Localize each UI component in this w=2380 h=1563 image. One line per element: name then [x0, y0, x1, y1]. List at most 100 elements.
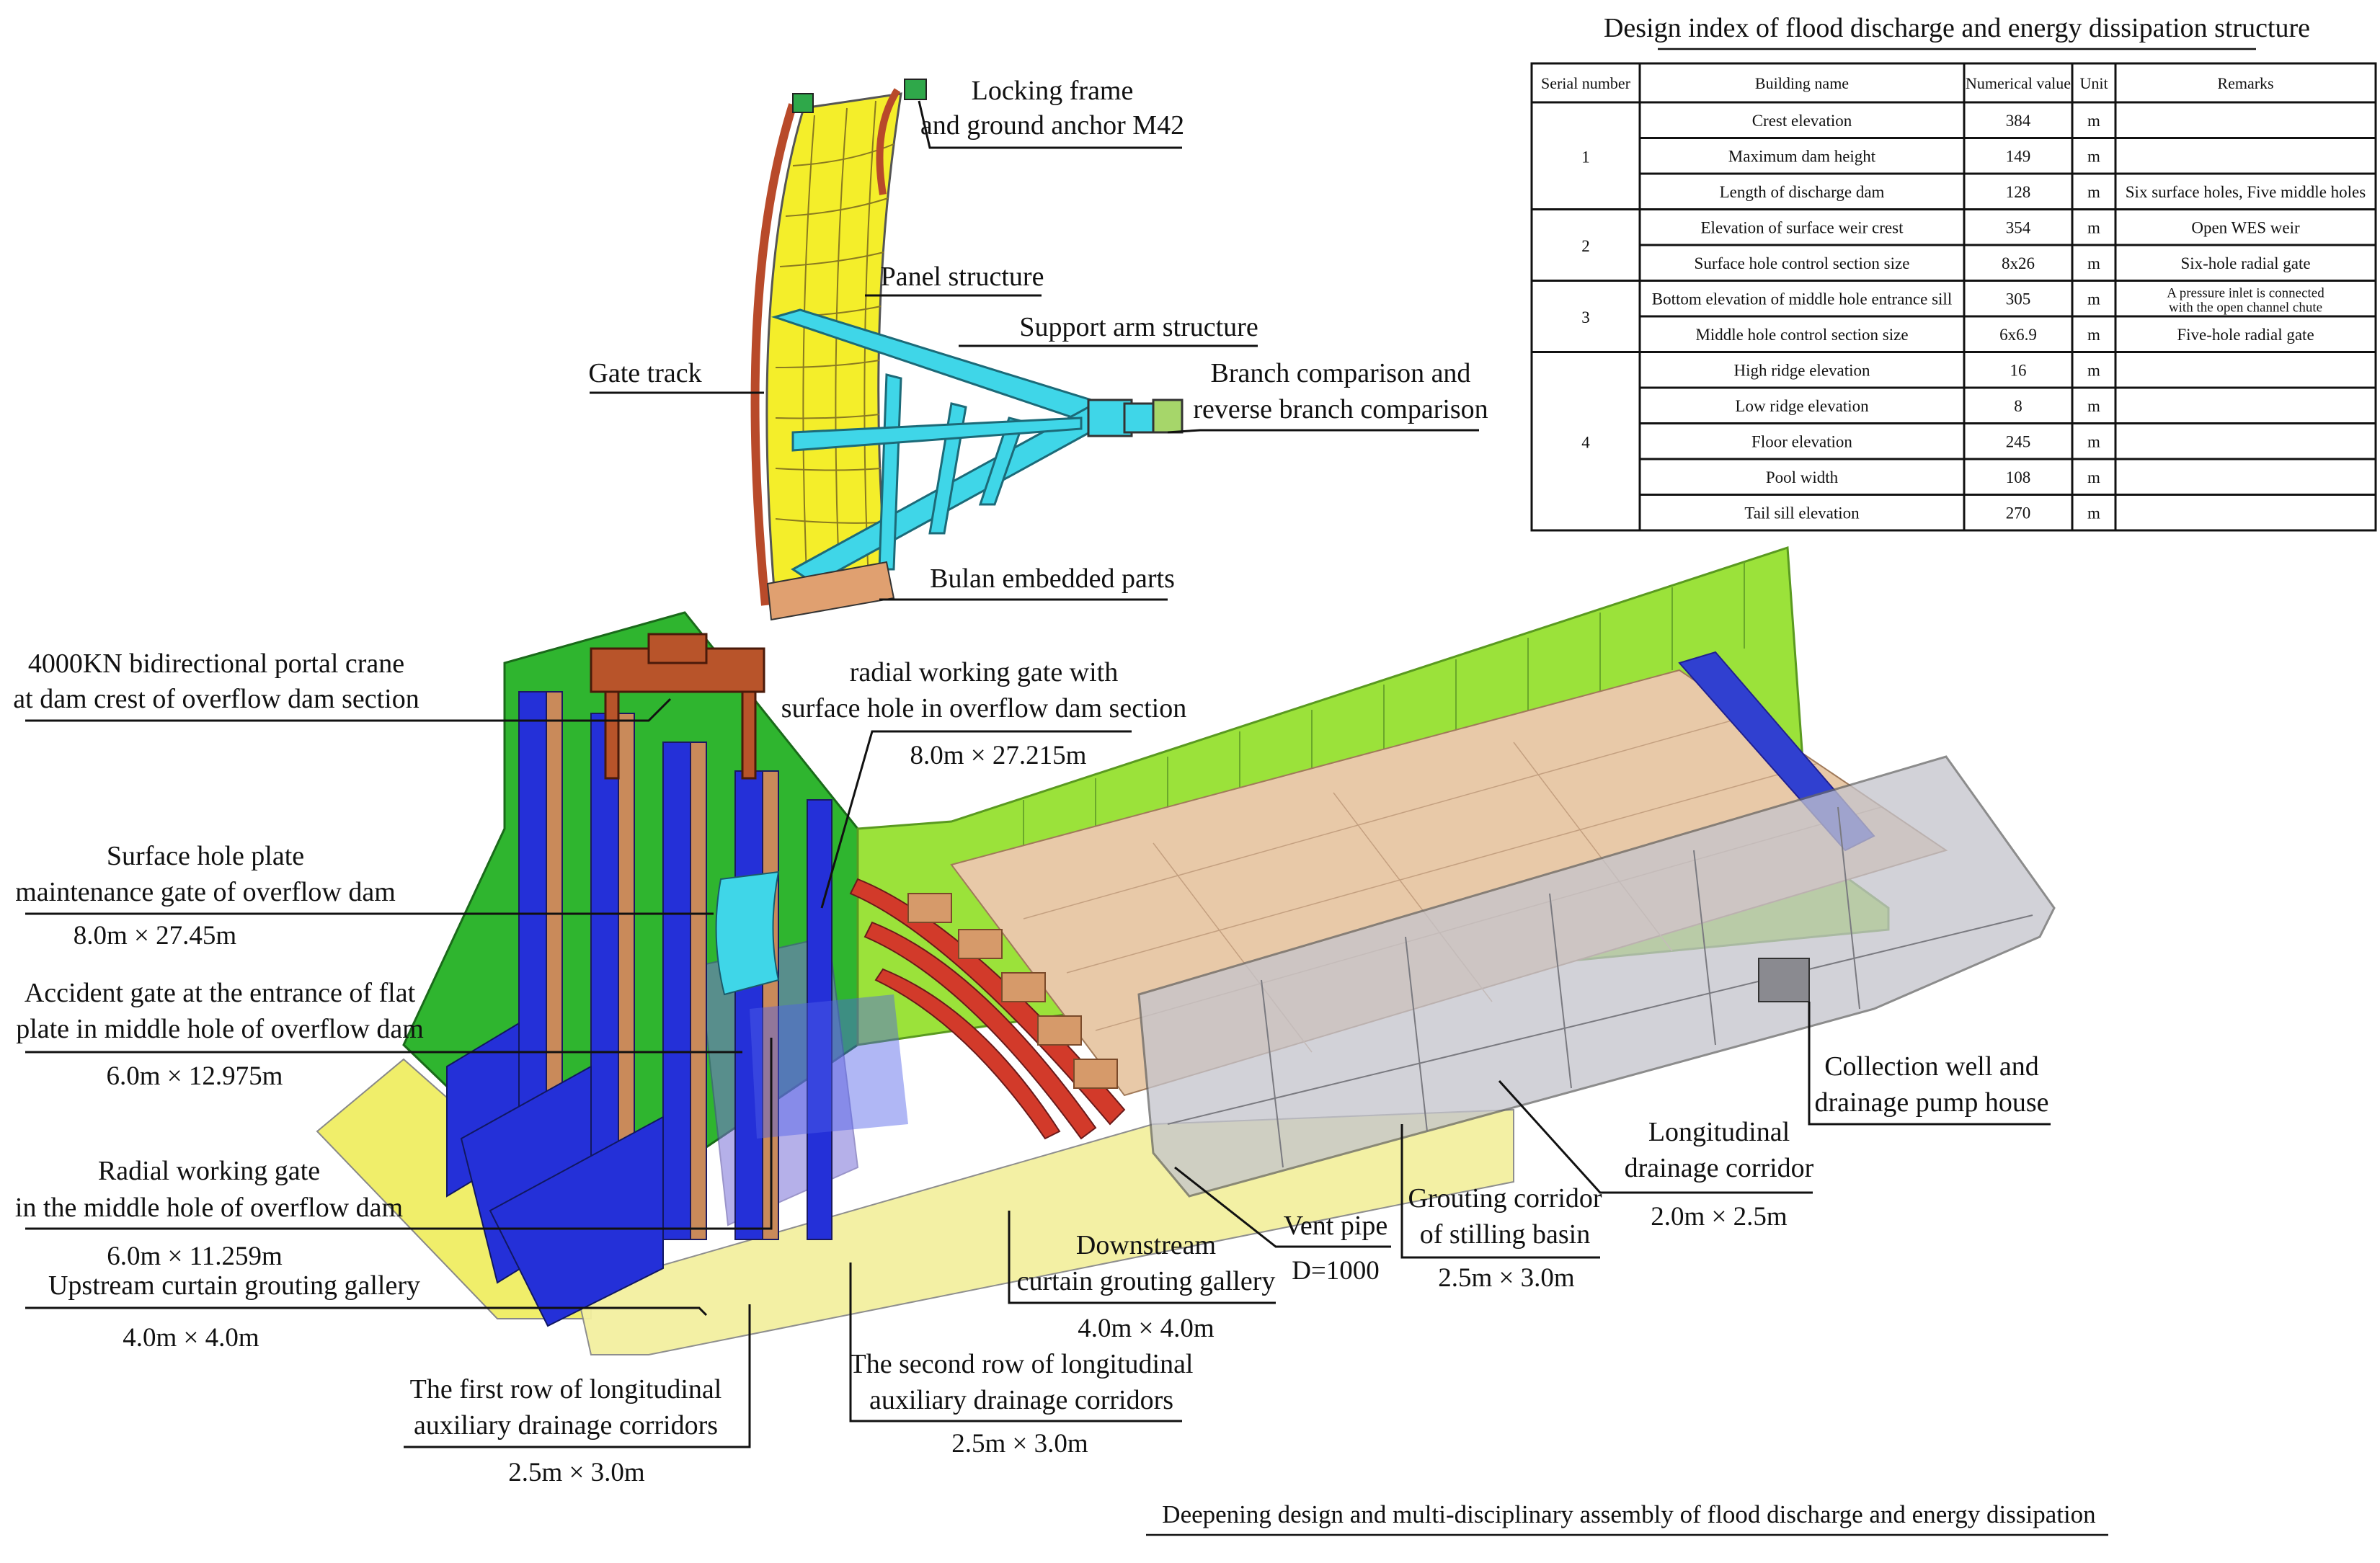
table-cell-unit: m	[2087, 147, 2100, 165]
table-cell-name: Middle hole control section size	[1695, 326, 1908, 344]
label-radial-surface-1: radial working gate with	[850, 657, 1119, 687]
table-cell-value: 305	[2006, 290, 2031, 308]
leader-downstream	[1008, 1211, 1276, 1304]
table-cell-name: Length of discharge dam	[1720, 183, 1885, 201]
table-cell-serial: 2	[1581, 237, 1590, 255]
table-cell-value: 6x6.9	[1999, 326, 2037, 344]
dim-vent: D=1000	[1292, 1256, 1380, 1286]
table-cell-name: Pool width	[1766, 468, 1839, 486]
portal-crane	[590, 633, 765, 780]
table-cell-serial: 3	[1581, 308, 1590, 326]
table-cell-remarks: Five-hole radial gate	[2177, 326, 2314, 344]
label-maint-1: Surface hole plate	[107, 841, 304, 871]
label-collection-2: drainage pump house	[1814, 1087, 2048, 1118]
dim-longitudinal: 2.0m × 2.5m	[1651, 1202, 1788, 1232]
leader-longitudinal	[1498, 1079, 1813, 1194]
label-branch-1: Branch comparison and	[1211, 358, 1471, 388]
dam-labels: 4000KN bidirectional portal crane at dam…	[13, 649, 2051, 1487]
table-cell-serial: 1	[1581, 148, 1590, 166]
leader-radial-middle	[25, 1038, 773, 1230]
table-title: Design index of flood discharge and ener…	[1604, 13, 2310, 43]
leader-vent	[1174, 1166, 1391, 1248]
table-header-cell: Numerical value	[1966, 74, 2071, 92]
table-cell-unit: m	[2087, 112, 2100, 130]
table-cell-name: Maximum dam height	[1728, 147, 1876, 165]
gate-track	[750, 103, 797, 606]
dim-maint: 8.0m × 27.45m	[74, 921, 237, 950]
leader-collection	[1808, 1002, 2051, 1126]
table-cell-value: 128	[2006, 183, 2031, 201]
pump-house	[1758, 958, 1810, 1002]
table-cell-serial: 4	[1581, 433, 1590, 451]
dim-radial-surface: 8.0m × 27.215m	[910, 741, 1087, 770]
label-support-arm: Support arm structure	[1019, 312, 1258, 342]
leader-grouting	[1400, 1124, 1600, 1259]
table-cell-name: Floor elevation	[1751, 432, 1852, 450]
table-cell-name: Tail sill elevation	[1744, 504, 1860, 522]
dam-stepped-faces	[446, 1022, 664, 1327]
leader-upstream	[25, 1306, 708, 1317]
bulan-embedded-parts	[766, 561, 895, 621]
table-cell-name: Bottom elevation of middle hole entrance…	[1652, 290, 1952, 308]
locking-frame-left-block	[792, 93, 814, 113]
support-arm-structure	[771, 308, 1105, 585]
table-header-cell: Building name	[1755, 74, 1849, 92]
dim-radial-middle: 6.0m × 11.259m	[107, 1242, 283, 1271]
label-first-row-1: The first row of longitudinal	[410, 1374, 722, 1404]
table-cell-value: 16	[2010, 361, 2027, 379]
label-vent: Vent pipe	[1284, 1211, 1388, 1241]
label-first-row-2: auxiliary drainage corridors	[414, 1410, 718, 1440]
label-panel: Panel structure	[881, 262, 1044, 292]
table-cell-unit: m	[2087, 361, 2100, 379]
table-cell-name: Low ridge elevation	[1735, 397, 1869, 415]
label-grouting-1: Grouting corridor	[1408, 1183, 1602, 1214]
locking-frame-track	[876, 88, 901, 195]
label-radial-middle-1: Radial working gate	[98, 1156, 320, 1186]
label-second-row-1: The second row of longitudinal	[849, 1349, 1193, 1379]
label-crane-2: at dam crest of overflow dam section	[13, 684, 419, 714]
table-cell-value: 149	[2006, 147, 2031, 165]
table-cell-unit: m	[2087, 432, 2100, 450]
label-radial-surface-2: surface hole in overflow dam section	[781, 693, 1186, 723]
label-grouting-2: of stilling basin	[1420, 1219, 1590, 1250]
dim-upstream: 4.0m × 4.0m	[123, 1323, 259, 1353]
label-downstream-1: Downstream	[1076, 1230, 1216, 1260]
table-cell-value: 384	[2006, 112, 2031, 130]
label-longitudinal-2: drainage corridor	[1625, 1153, 1814, 1183]
label-accident-2: plate in middle hole of overflow dam	[16, 1014, 424, 1044]
leader-first-row	[404, 1304, 751, 1448]
table-cell-unit: m	[2087, 254, 2100, 272]
label-second-row-2: auxiliary drainage corridors	[869, 1385, 1173, 1415]
label-locking-frame-1: Locking frame	[972, 76, 1134, 106]
table-cell-remarks: Open WES weir	[2191, 218, 2300, 236]
label-maint-2: maintenance gate of overflow dam	[15, 877, 396, 907]
label-locking-frame-2: and ground anchor M42	[920, 110, 1184, 141]
dim-downstream: 4.0m × 4.0m	[1078, 1314, 1215, 1343]
table-cell-unit: m	[2087, 290, 2100, 308]
radial-gate-illustration: Locking frame and ground anchor M42 Pane…	[588, 76, 1488, 621]
label-crane-1: 4000KN bidirectional portal crane	[28, 649, 404, 679]
figure-caption: Deepening design and multi-disciplinary …	[1162, 1500, 2095, 1528]
dim-second-row: 2.5m × 3.0m	[951, 1429, 1088, 1459]
label-gate-track: Gate track	[588, 358, 701, 388]
table-cell-value: 8x26	[2002, 254, 2035, 272]
table-header-cell: Remarks	[2217, 74, 2273, 92]
table-cell-unit: m	[2087, 218, 2100, 236]
table-cell-name: Surface hole control section size	[1695, 254, 1910, 272]
table-cell-value: 8	[2014, 397, 2022, 415]
middle-gate-cone	[750, 994, 908, 1139]
chute-step-blocks	[907, 893, 1118, 1089]
leader-locking-frame	[918, 100, 1182, 149]
table-header-cell: Unit	[2079, 74, 2108, 92]
table-cell-value: 108	[2006, 468, 2031, 486]
label-accident-1: Accident gate at the entrance of flat	[25, 978, 416, 1008]
dam-isometric-model	[316, 546, 2056, 1355]
table-frame	[1530, 62, 2377, 532]
branch-hinge	[1087, 398, 1184, 437]
leader-crane	[25, 698, 672, 722]
design-index-table: Design index of flood discharge and ener…	[1530, 13, 2377, 532]
table-cell-value: 245	[2006, 432, 2031, 450]
table-cell-unit: m	[2087, 468, 2100, 486]
